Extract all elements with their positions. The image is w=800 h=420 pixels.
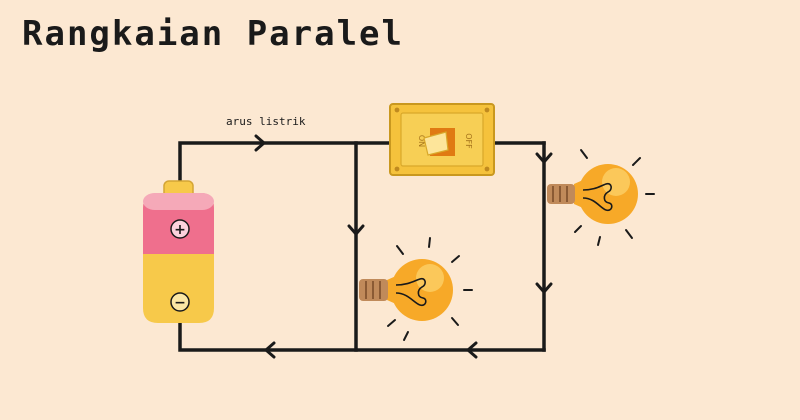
battery-positive-circle [170,219,190,239]
bulb-highlight-right [602,168,630,196]
battery: + − [143,180,214,323]
switch-off-label: OFF [464,133,473,149]
switch-screw-bottom-left [394,166,400,172]
bulb-base-threads-right [552,186,568,202]
bulb-highlight-middle [416,264,444,292]
switch-toggle [423,131,449,156]
current-arrows [254,134,553,359]
bulb-neck-right [574,180,583,208]
battery-negative-circle [170,292,190,312]
arrow-down-right-top [535,152,553,164]
bulb-base-threads-middle [365,281,381,299]
current-label: arus listrik [226,115,306,128]
arrow-down-right-bottom [535,282,553,294]
switch-screw-top-left [394,107,400,113]
circuit-wires [178,141,546,352]
battery-negative-symbol: − [174,295,186,311]
bulb-rays-right [574,149,655,246]
bulb-filament-middle [395,277,427,307]
battery-bottom-section [143,254,214,323]
bulb-rays-middle [387,237,473,341]
bulb-filament-right [582,182,613,212]
light-switch: ON OFF [389,103,495,176]
battery-positive-symbol: + [174,222,186,238]
switch-screw-bottom-right [484,166,490,172]
switch-screw-top-right [484,107,490,113]
arrow-left-bottom-left [264,341,276,359]
arrow-right-top [254,134,266,152]
battery-top-highlight [143,193,214,210]
light-bulb-right [547,149,655,246]
light-bulb-middle [359,237,473,341]
wire-main-loop [178,141,397,190]
page-title: Rangkaian Paralel [22,14,404,54]
wire-bottom [178,316,546,352]
arrow-down-middle [347,224,365,236]
arrow-left-bottom-right [466,341,478,359]
switch-on-label: ON [417,135,426,147]
bulb-neck-middle [387,276,396,304]
